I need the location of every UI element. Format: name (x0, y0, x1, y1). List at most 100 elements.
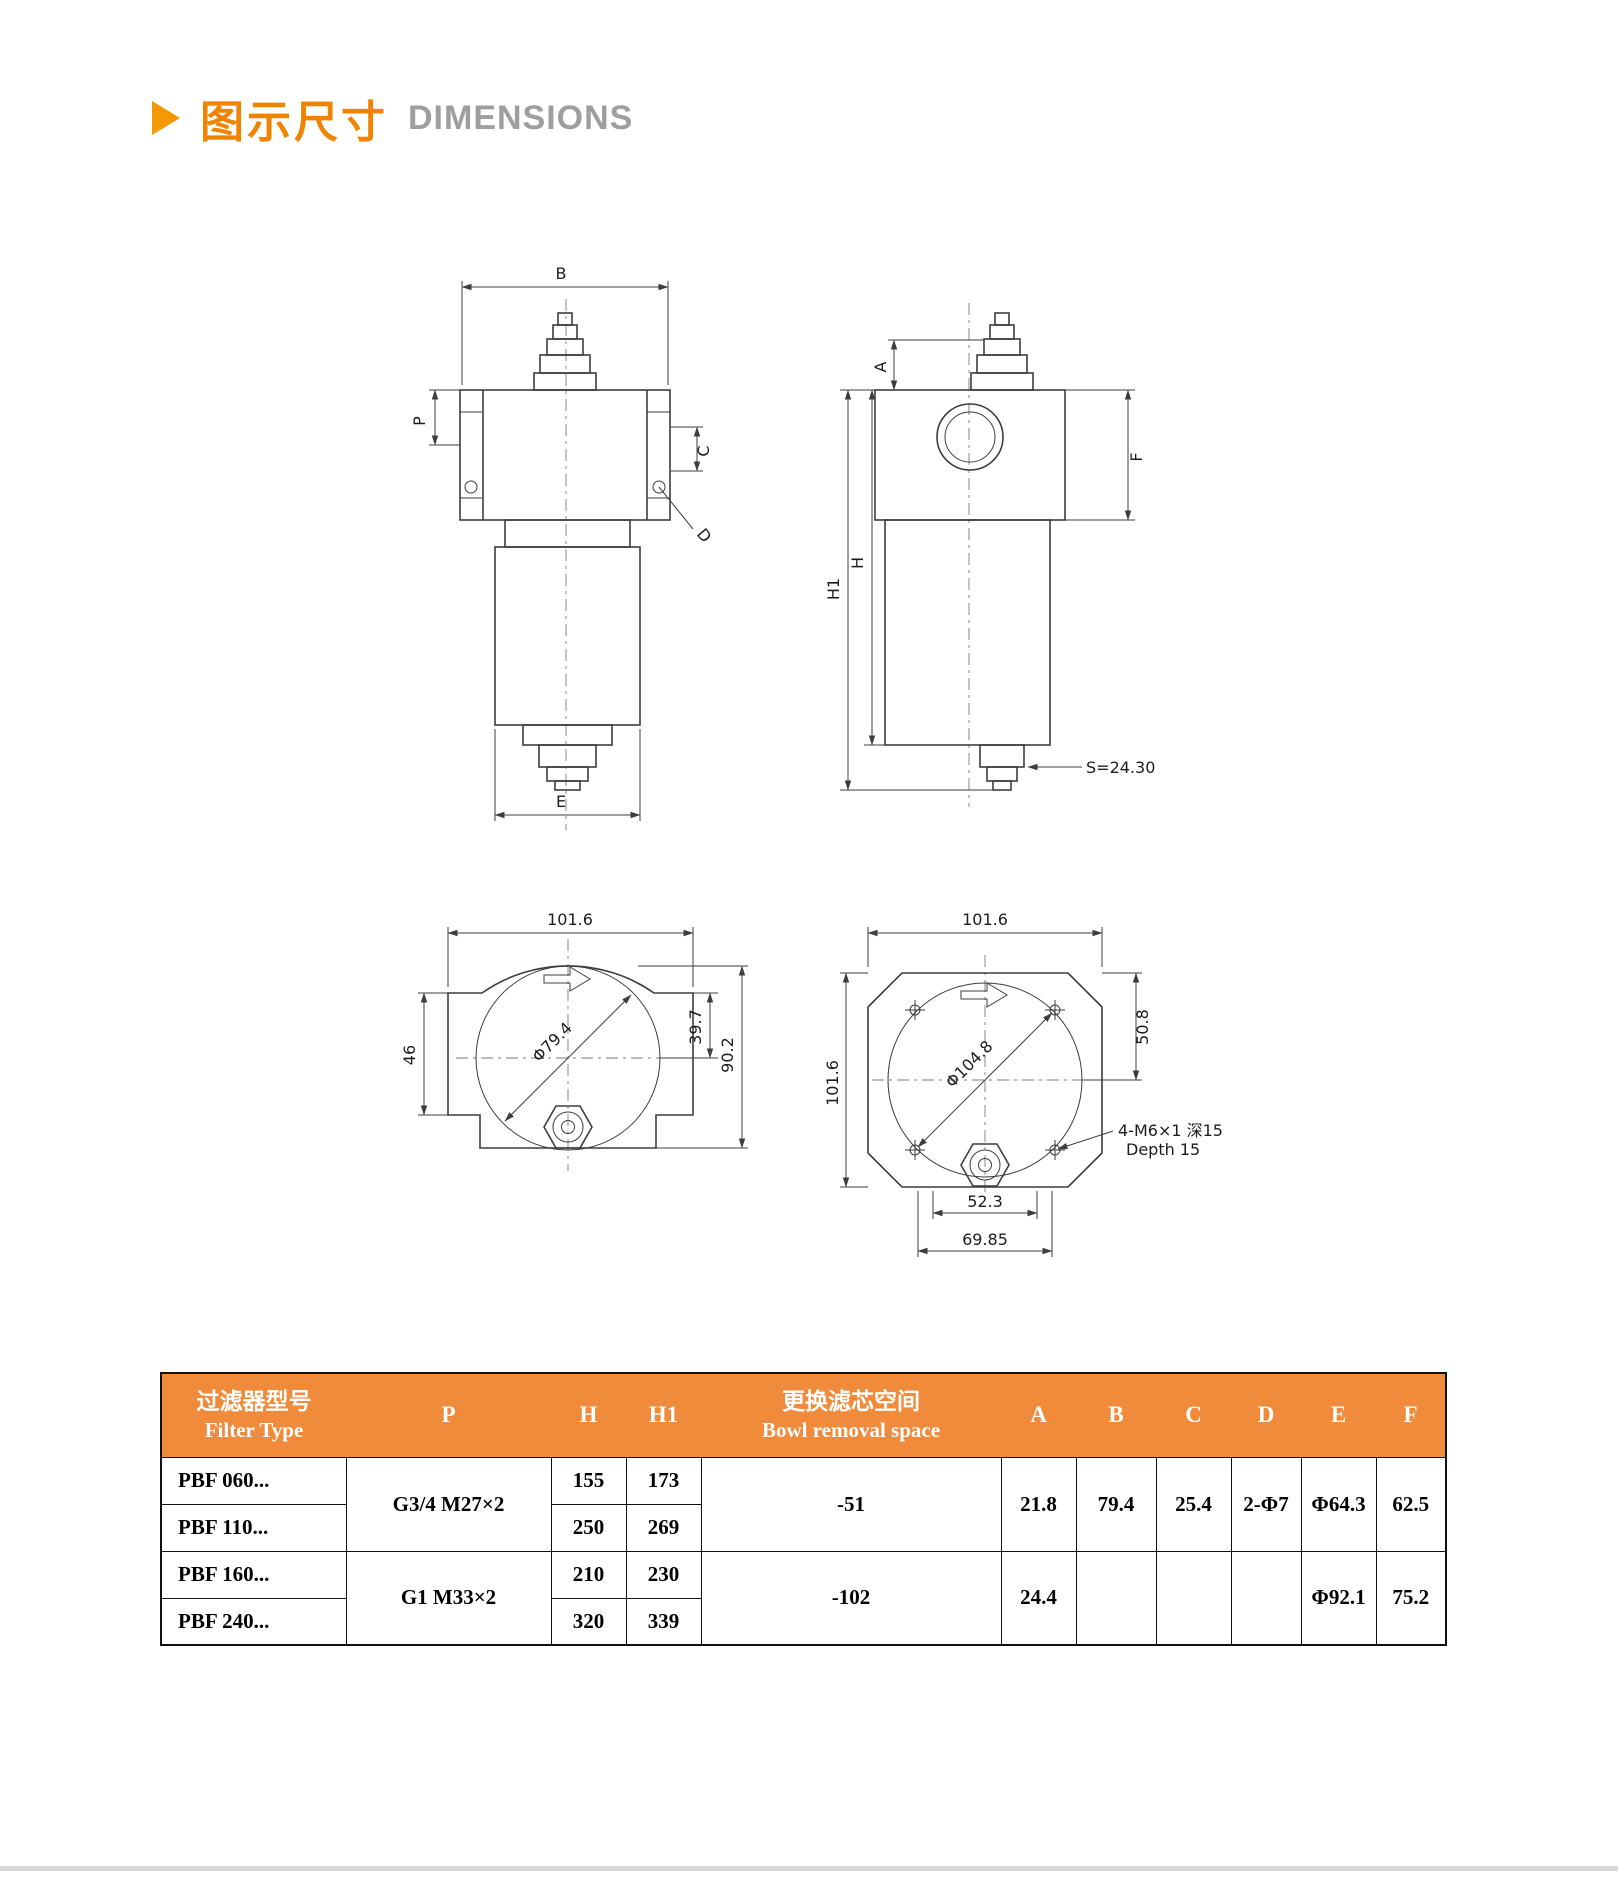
dim-f-label: F (1127, 452, 1146, 461)
col-header-bowl: 更换滤芯空间 Bowl removal space (701, 1373, 1001, 1457)
dim-P: P (410, 389, 460, 446)
dim-H: H (848, 389, 885, 746)
col-header-bowl-cn: 更换滤芯空间 (782, 1388, 920, 1414)
cell-h: 250 (550, 1503, 627, 1552)
top-view-small-drawing: 101.6 46 39.7 90.2 Φ79.4 (400, 910, 748, 1171)
dim-width-label: 101.6 (547, 910, 593, 929)
cell-f: 75.2 (1375, 1550, 1447, 1646)
cell-bowl: -102 (700, 1550, 1002, 1646)
cell-h1: 173 (625, 1456, 702, 1505)
filter-bowl (884, 519, 1051, 746)
cell-p: G3/4 M27×2 (345, 1456, 552, 1552)
col-header-p: P (346, 1373, 551, 1457)
dim-bottom-inner-label: 52.3 (967, 1192, 1003, 1211)
cell-e: Φ64.3 (1300, 1456, 1377, 1552)
cell-d (1230, 1550, 1302, 1646)
cell-c: 25.4 (1155, 1456, 1232, 1552)
header-arrow-icon (152, 101, 180, 135)
cell-model: PBF 110... (160, 1503, 347, 1552)
cell-c (1155, 1550, 1232, 1646)
cell-h: 155 (550, 1456, 627, 1505)
dim-left-label: 101.6 (823, 1060, 842, 1106)
cell-f: 62.5 (1375, 1456, 1447, 1552)
table-row: PBF 060... G3/4 M27×2 155 173 -51 21.8 7… (160, 1456, 1447, 1552)
dim-h1-label: H1 (824, 578, 843, 600)
footer-divider (0, 1866, 1618, 1871)
col-header-e: E (1301, 1373, 1376, 1457)
bottom-hex-nut (538, 744, 597, 791)
bracket-hole-right (652, 480, 666, 494)
breather-indicator (970, 312, 1034, 391)
dim-F: F (1065, 389, 1146, 521)
col-header-d: D (1231, 1373, 1301, 1457)
dim-S: S=24.30 (1027, 758, 1155, 777)
dim-bottom-outer-label: 69.85 (962, 1230, 1008, 1249)
cell-h1: 269 (625, 1503, 702, 1552)
dim-right-top-label: 39.7 (686, 1009, 705, 1045)
dim-h-label: H (848, 557, 867, 569)
cell-model: PBF 240... (160, 1597, 347, 1646)
dim-D: D (658, 486, 715, 547)
dim-left-label: 46 (400, 1045, 419, 1065)
dim-left: 46 (400, 992, 448, 1116)
dim-A: A (871, 339, 984, 391)
front-view-drawing: B P C D E (410, 264, 715, 830)
bolt-holes (905, 1000, 1065, 1160)
col-header-c: C (1156, 1373, 1231, 1457)
dim-s-label: S=24.30 (1086, 758, 1155, 777)
flange-outline (867, 972, 1103, 1188)
section-title-cn: 图示尺寸 (200, 98, 388, 147)
table-header-row: 过滤器型号 Filter Type P H H1 更换滤芯空间 Bowl rem… (161, 1373, 1446, 1457)
col-header-bowl-en: Bowl removal space (761, 1417, 941, 1442)
breather-indicator (533, 312, 597, 391)
dim-width: 101.6 (867, 910, 1103, 967)
cell-e: Φ92.1 (1300, 1550, 1377, 1646)
dim-H1: H1 (824, 389, 1002, 791)
bore-circle (887, 982, 1083, 1178)
dim-width: 101.6 (447, 910, 694, 987)
dim-a-label: A (871, 361, 890, 372)
dim-C: C (670, 426, 713, 472)
cell-h1: 339 (625, 1597, 702, 1646)
dim-right-full: 90.2 (638, 965, 748, 1149)
dimensions-table: 过滤器型号 Filter Type P H H1 更换滤芯空间 Bowl rem… (160, 1372, 1447, 1646)
cell-p: G1 M33×2 (345, 1550, 552, 1646)
col-header-a: A (1001, 1373, 1076, 1457)
section-title-en: DIMENSIONS (408, 98, 634, 137)
dim-E: E (494, 729, 641, 821)
thread-depth-note: 4-M6×1 深15 Depth 15 (1057, 1121, 1223, 1159)
filter-bowl (494, 519, 641, 746)
flange-outline (447, 965, 694, 1149)
flow-arrow-icon (960, 982, 1008, 1008)
col-header-h: H (551, 1373, 626, 1457)
dim-right-full-label: 90.2 (718, 1037, 737, 1073)
dim-left: 101.6 (823, 972, 868, 1188)
section-header: 图示尺寸 DIMENSIONS (152, 86, 633, 150)
dim-right: 50.8 (1084, 972, 1152, 1081)
cell-h1: 230 (625, 1550, 702, 1599)
bottom-hex-nut (979, 744, 1025, 791)
cell-a: 21.8 (1000, 1456, 1077, 1552)
col-header-b: B (1076, 1373, 1156, 1457)
dim-diameter-label: Φ79.4 (528, 1018, 576, 1066)
dim-B: B (461, 264, 669, 385)
side-view-drawing: H1 H A F S=24.30 (824, 303, 1155, 807)
dim-right-label: 50.8 (1133, 1009, 1152, 1045)
hex-nut (543, 1105, 593, 1149)
filter-head (874, 389, 1066, 521)
bracket-hole-left (464, 480, 478, 494)
cell-model: PBF 060... (160, 1456, 347, 1505)
dim-width-label: 101.6 (962, 910, 1008, 929)
cell-d: 2-Φ7 (1230, 1456, 1302, 1552)
dim-bottom-inner: 52.3 (932, 1191, 1038, 1219)
dim-bottom-outer: 69.85 (917, 1191, 1053, 1257)
cell-h: 210 (550, 1550, 627, 1599)
dim-d-label: D (693, 525, 715, 547)
filter-head (459, 389, 671, 521)
dim-e-label: E (556, 792, 566, 811)
col-header-filter-type-en: Filter Type (204, 1417, 304, 1442)
cell-model: PBF 160... (160, 1550, 347, 1599)
dim-right-top: 39.7 (660, 992, 718, 1059)
col-header-f: F (1376, 1373, 1446, 1457)
